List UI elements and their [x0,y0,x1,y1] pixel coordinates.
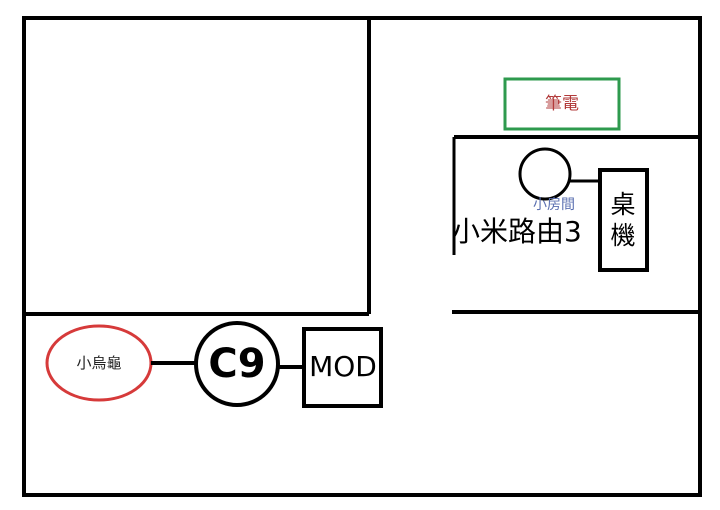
desktop-box [598,168,649,272]
router-label: 小米路由3 [452,215,582,248]
desktop-label-line2: 機 [610,221,636,250]
small-room-label: 小房間 [533,197,575,213]
c9-label: C9 [208,341,266,387]
turtle-label: 小烏龜 [76,353,122,372]
mod-box [302,327,383,408]
c9-node [194,321,280,407]
laptop-box [503,77,621,131]
outer-wall [22,16,702,497]
desktop-label: 桌 機 [598,170,648,270]
router-node [518,147,572,201]
desktop-label-line1: 桌 [610,189,636,219]
laptop-label: 筆電 [545,93,579,114]
mod-label: MOD [309,350,377,383]
